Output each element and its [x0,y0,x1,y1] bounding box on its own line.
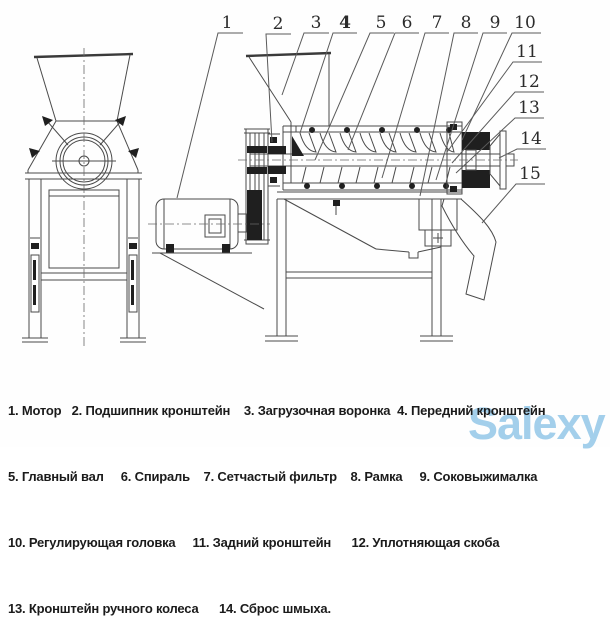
callout-number: 8 [461,13,472,33]
callout-number: 13 [518,98,540,118]
section-view [148,51,518,342]
callout-number: 4 [339,13,351,33]
callout-number: 2 [273,14,284,34]
callout-number: 9 [490,13,501,33]
parts-legend: 1. Мотор 2. Подшипник кронштейн 3. Загру… [8,356,608,642]
callout-number: 10 [514,13,536,33]
legend-line: 13. Кронштейн ручного колеса 14. Сброс ш… [8,601,331,616]
bearing-bracket [268,133,286,187]
leader-lines [176,32,546,224]
screw-barrel [250,125,470,191]
callout-number: 14 [520,129,542,149]
discharge-chute [441,198,497,301]
callout-number: 12 [518,72,540,92]
callout-number: 6 [402,13,413,33]
legend-line: 10. Регулирующая головка 11. Задний крон… [8,535,500,550]
motor [148,190,270,310]
callout-number: 15 [519,164,541,184]
stand-section [265,191,462,342]
callout-number: 5 [376,13,387,33]
spiral-flights-top [299,132,455,153]
legend-line: 5. Главный вал 6. Спираль 7. Сетчастый ф… [8,469,538,484]
hopper-section [245,51,332,132]
hopper-front [33,52,134,122]
spiral-flights-bottom [301,166,451,184]
front-view [22,48,146,346]
stand-front [22,172,146,343]
legend-line: 1. Мотор 2. Подшипник кронштейн 3. Загру… [8,403,546,418]
callouts: 1 2 3 4 5 6 7 8 9 10 11 12 13 14 15 [222,13,542,184]
head-support [418,198,458,247]
callout-number: 11 [516,42,538,62]
juice-pan [283,198,442,259]
callout-number: 7 [432,13,443,33]
salexy-watermark: Salexy [468,398,606,449]
callout-number: 3 [311,13,322,33]
technical-drawing: 1 2 3 4 5 6 7 8 9 10 11 12 13 14 15 [22,13,546,346]
page: 1 2 3 4 5 6 7 8 9 10 11 12 13 14 15 Sale… [8,13,606,616]
callout-number: 1 [222,13,233,33]
drum-housing [27,116,139,173]
